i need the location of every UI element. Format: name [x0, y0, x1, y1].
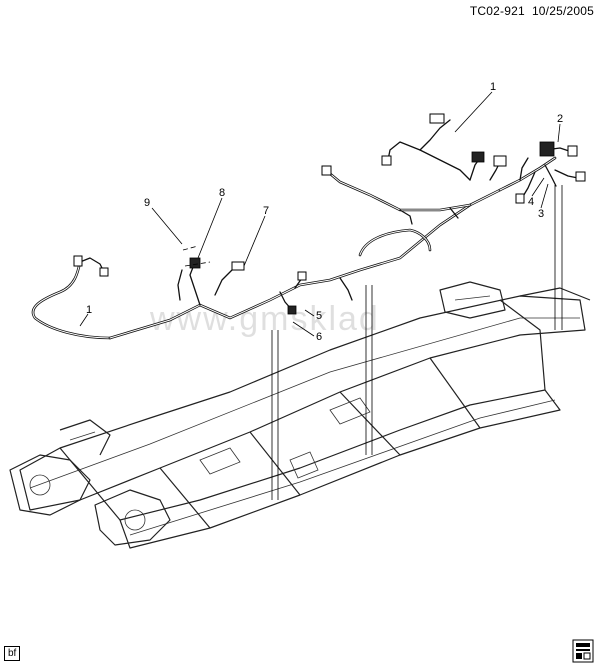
callout-1-front: 1 — [490, 81, 496, 93]
callout-9: 9 — [144, 197, 150, 209]
diagram-date: 10/25/2005 — [531, 4, 594, 18]
callout-5: 5 — [316, 310, 322, 322]
callout-4: 4 — [528, 196, 534, 208]
corner-tag: bf — [4, 646, 21, 661]
callout-leaders — [79, 91, 561, 337]
callouts: 1 1 2 3 4 5 6 7 8 9 — [86, 81, 563, 343]
document-stack-icon — [572, 639, 594, 663]
callout-3: 3 — [538, 208, 544, 220]
callout-1-rear: 1 — [86, 304, 92, 316]
vehicle-frame — [9, 281, 591, 549]
callout-6: 6 — [316, 331, 322, 343]
wiring-harness — [31, 113, 586, 340]
callout-7: 7 — [263, 205, 269, 217]
watermark: www.gmsklad — [150, 300, 380, 338]
guide-lines — [182, 185, 563, 500]
diagram-id: TC02-921 — [469, 4, 525, 18]
callout-8: 8 — [219, 187, 225, 199]
callout-2: 2 — [557, 113, 563, 125]
diagram-header: TC02-921 10/25/2005 — [470, 4, 594, 18]
